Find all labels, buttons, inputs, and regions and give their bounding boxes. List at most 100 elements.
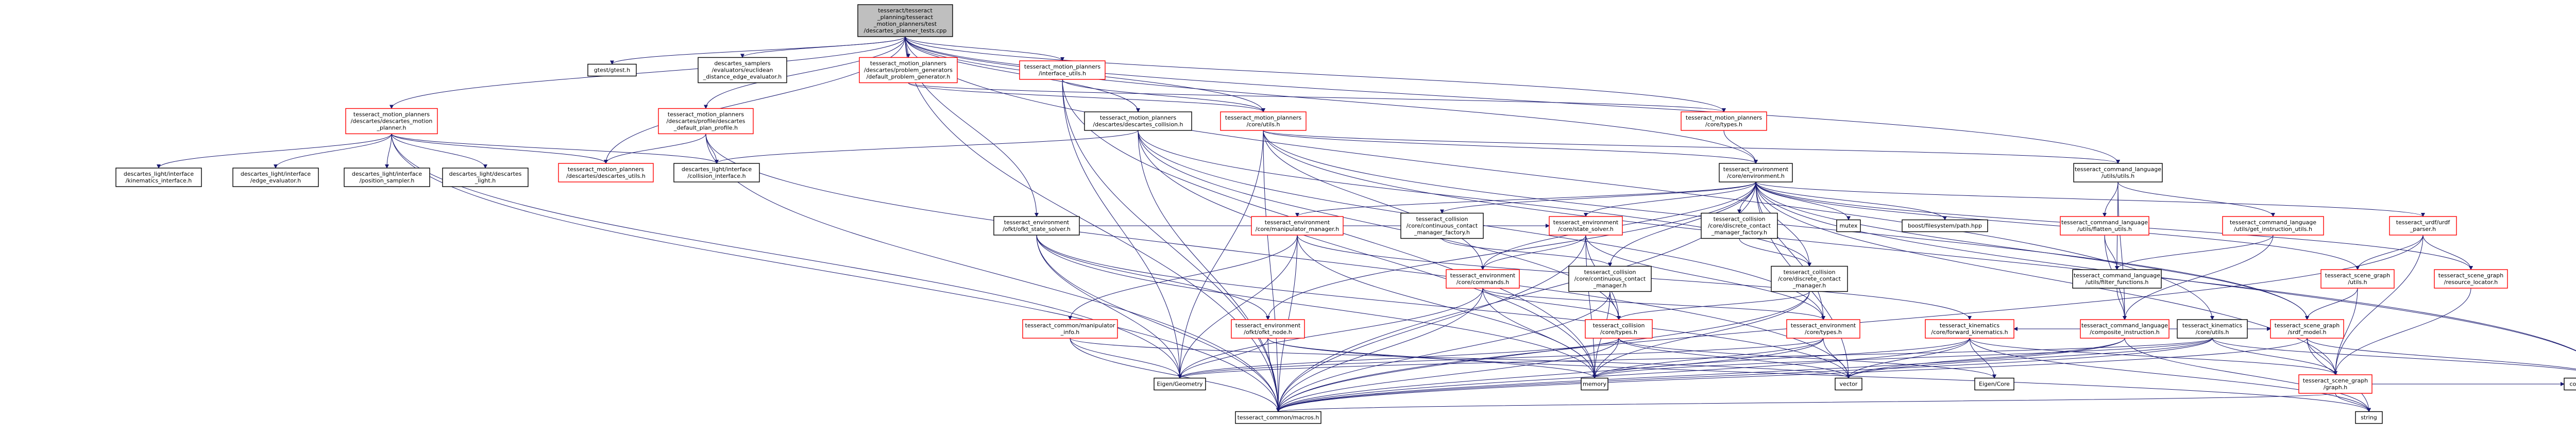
node-core-utils[interactable]: tesseract_motion_planners/core/utils.h [1220, 111, 1307, 131]
node-desc-motion[interactable]: tesseract_motion_planners/descartes/desc… [345, 108, 438, 135]
edge-state-solver-to-ofkt-node [1036, 235, 1270, 320]
edge-commands-to-env-types [1482, 288, 1825, 320]
node-cont-mgr: tesseract_collision/core/continuous_cont… [1568, 265, 1652, 292]
node-label: _distance_edge_evaluator.h [703, 74, 782, 80]
node-label: /core/discrete_contact [1778, 276, 1841, 282]
node-commands[interactable]: tesseract_environment/core/commands.h [1446, 269, 1520, 289]
node-box [1251, 216, 1344, 236]
edge-urdf-parser-to-sg-utils [2355, 235, 2424, 270]
edge-env-h-to-mutex [1755, 181, 1851, 221]
node-coll-types[interactable]: tesseract_collision/core/types.h [1585, 319, 1653, 339]
nodes-layer: tesseract/tesseract_planning/tesseract_m… [115, 4, 2576, 424]
node-def-profile[interactable]: tesseract_motion_planners/descartes/prof… [658, 108, 754, 135]
edge-fwd-kin-to-macros [1276, 338, 1970, 412]
node-label: descartes_light/descartes [449, 171, 522, 177]
edge-desc-motion-to-pos-sampler [385, 134, 392, 169]
edge-core-utils-to-eigen-geo [1178, 130, 1264, 379]
node-label: tesseract_motion_planners [353, 111, 430, 118]
edge-env-types-to-memory [1592, 338, 1824, 379]
node-resource-loc[interactable]: tesseract_scene_graph/resource_locator.h [2434, 269, 2508, 289]
node-label: tesseract_command_language [2074, 272, 2160, 279]
edge-kin-utils-to-vector [1846, 338, 2213, 379]
node-desc-utils[interactable]: tesseract_motion_planners/descartes/desc… [558, 163, 654, 182]
node-box [1400, 212, 1484, 239]
node-ofkt-node[interactable]: tesseract_environment/ofkt/ofkt_node.h [1231, 319, 1305, 339]
edge-iface-utils-to-eigen-geo [1062, 79, 1182, 379]
edge-root-to-env-h [905, 36, 1758, 164]
node-srdf-model[interactable]: tesseract_scene_graph/srdf_model.h [2270, 319, 2344, 339]
edge-fwd-kin-to-eigen-core [1969, 338, 1996, 379]
edge-kin-utils-to-console [2212, 338, 2576, 371]
node-label: /ofkt/ofkt_node.h [1244, 329, 1292, 336]
node-box [993, 216, 1080, 236]
edge-manip-mgr-to-eigen-geo [1178, 235, 1298, 379]
node-macros: tesseract_common/macros.h [1235, 411, 1321, 424]
node-label: _default_plan_profile.h [673, 125, 738, 131]
edge-srdf-model-to-console [2307, 338, 2576, 370]
node-box [1220, 111, 1307, 131]
node-sg-graph[interactable]: tesseract_scene_graph/graph.h [2298, 374, 2372, 394]
edge-env-h-to-core-state-solver [1584, 181, 1756, 217]
node-label: boost/filesystem/path.hpp [1908, 223, 1982, 229]
node-box [1084, 111, 1192, 131]
node-label: /core/environment.h [1727, 173, 1785, 179]
node-root[interactable]: tesseract/tesseract_planning/tesseract_m… [857, 4, 953, 37]
edge-root-to-core-types [905, 36, 1726, 112]
node-box [1701, 212, 1778, 239]
edge-desc-motion-to-kin-iface [157, 134, 392, 169]
node-label: /kinematics_interface.h [126, 177, 192, 184]
node-label: /core/utils.h [1247, 121, 1280, 128]
node-label: tesseract_common/macros.h [1238, 414, 1319, 421]
node-manip-info[interactable]: tesseract_common/manipulator_info.h [1022, 319, 1118, 339]
node-box [1022, 319, 1118, 339]
edge-get-instr-to-composite [2123, 235, 2274, 320]
edge-desc-motion-to-desc-light [391, 134, 487, 169]
node-iface-utils[interactable]: tesseract_motion_planners/interface_util… [1019, 60, 1106, 80]
node-kin-iface: descartes_light/interface/kinematics_int… [115, 168, 202, 187]
node-label: /core/utils.h [2196, 329, 2229, 336]
node-cont-factory: tesseract_collision/core/continuous_cont… [1400, 212, 1484, 239]
node-label: tesseract_scene_graph [2303, 377, 2368, 384]
edge-manip-info-to-eigen-geo [1070, 338, 1182, 379]
node-label: vector [1840, 381, 1858, 388]
edge-core-state-solver-to-macros [1276, 235, 1586, 412]
node-label: /descartes/descartes_collision.h [1093, 121, 1183, 128]
edges-layer [157, 36, 2576, 412]
node-label: /core/continuous_contact [1406, 223, 1478, 229]
edge-commands-to-coll-types [1482, 288, 1621, 320]
node-manip-mgr[interactable]: tesseract_environment/core/manipulator_m… [1251, 216, 1344, 236]
node-env-types[interactable]: tesseract_environment/core/types.h [1786, 319, 1860, 339]
node-core-state-solver[interactable]: tesseract_environment/core/state_solver.… [1549, 216, 1623, 236]
node-box [1231, 319, 1305, 339]
edge-state-solver-to-vector [1036, 235, 1851, 379]
node-label: tesseract_kinematics [1940, 322, 1999, 329]
edge-manip-info-to-vector [1070, 338, 1851, 379]
edge-env-h-to-cont-mgr [1608, 181, 1756, 267]
node-urdf-parser[interactable]: tesseract_urdf/urdf_parser.h [2389, 216, 2457, 236]
node-label: /core/commands.h [1456, 279, 1509, 286]
node-core-types[interactable]: tesseract_motion_planners/core/types.h [1681, 111, 1767, 131]
node-label: /collision_interface.h [687, 173, 745, 179]
node-prob-gen[interactable]: tesseract_motion_planners/descartes/prob… [859, 57, 958, 84]
edge-desc-collision-to-memory [1138, 130, 1597, 379]
node-sg-utils[interactable]: tesseract_scene_graph/utils.h [2320, 269, 2395, 289]
edge-root-to-iface-utils [905, 36, 1064, 61]
node-vector: vector [1835, 377, 1862, 391]
node-label: tesseract_collision [1416, 216, 1468, 223]
edge-desc-motion-to-desc-utils [391, 134, 608, 164]
edge-env-h-to-urdf-parser [1755, 181, 2425, 217]
edge-urdf-parser-to-sg-graph [2333, 235, 2424, 375]
node-get-instr[interactable]: tesseract_command_language/utils/get_ins… [2222, 216, 2324, 236]
node-fwd-kin[interactable]: tesseract_kinematics/core/forward_kinema… [1925, 319, 2014, 339]
node-composite[interactable]: tesseract_command_language/composite_ins… [2080, 319, 2170, 339]
node-label: _manager_factory.h [1414, 229, 1470, 236]
node-kin-utils: tesseract_kinematics/core/utils.h [2177, 319, 2248, 339]
edge-root-to-desc-motion [389, 36, 906, 109]
edge-srdf-model-to-sg-graph [2307, 338, 2337, 375]
edge-env-h-to-disc-mgr [1755, 181, 1811, 267]
edge-core-utils-to-cmd-utils [1263, 130, 2120, 164]
node-flatten[interactable]: tesseract_command_language/utils/flatten… [2060, 216, 2149, 236]
node-box [1549, 216, 1623, 236]
node-label: /interface_utils.h [1039, 70, 1086, 77]
